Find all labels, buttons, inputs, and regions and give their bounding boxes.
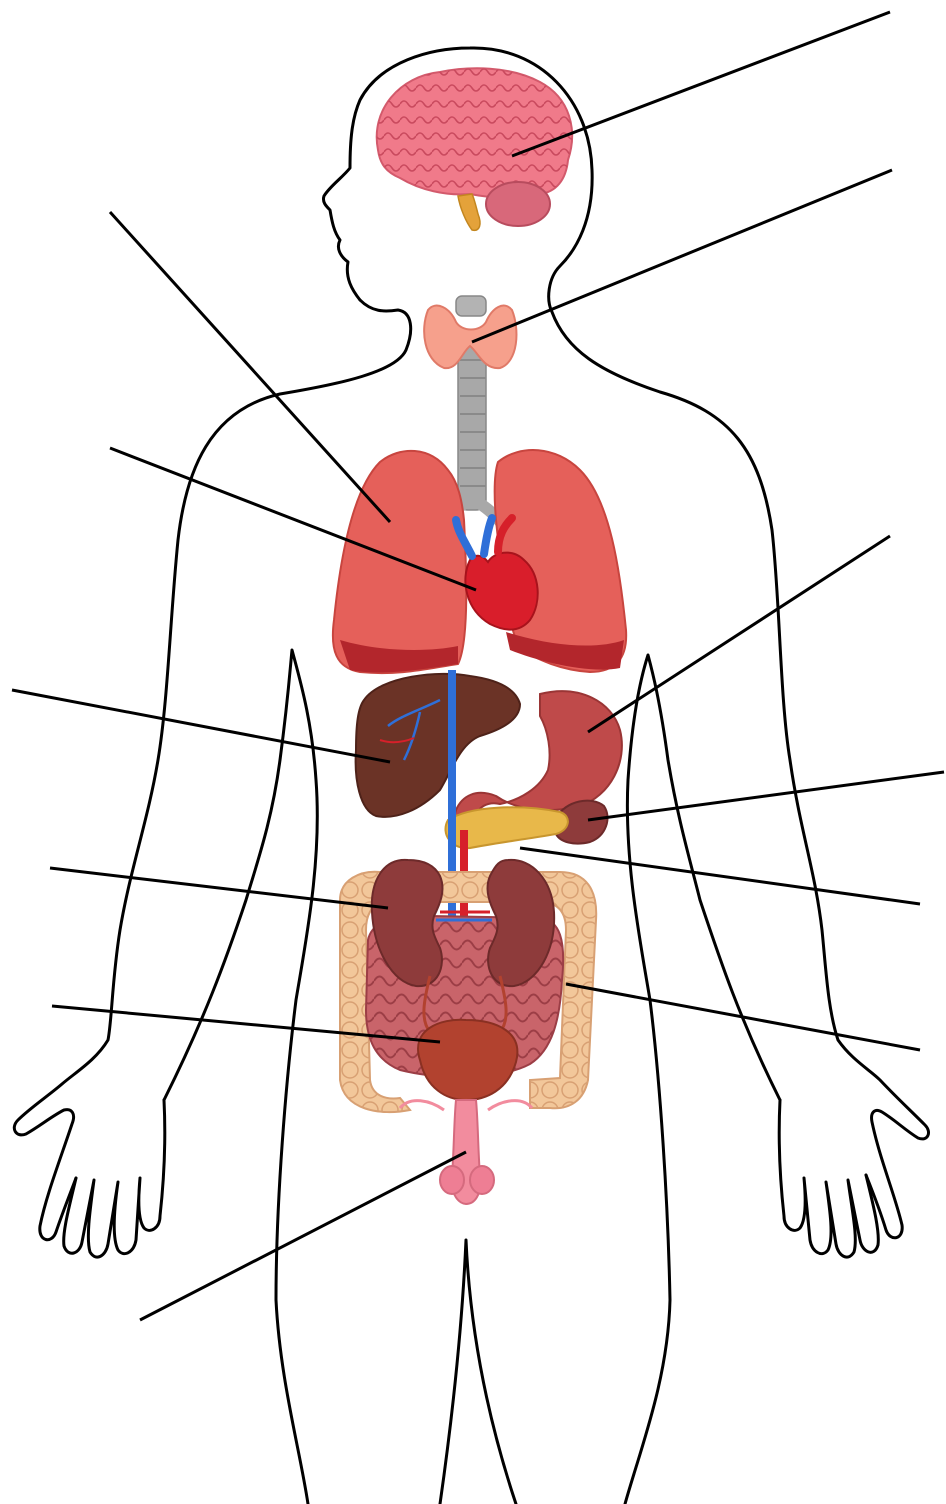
left-hand-fingers	[64, 1100, 165, 1257]
pointer-brain	[512, 12, 890, 156]
pointer-spleen	[588, 772, 944, 820]
right-lung	[333, 451, 466, 673]
body-outline	[14, 48, 928, 1504]
right-hand-fingers	[779, 1100, 878, 1257]
brain	[377, 68, 572, 230]
pointer-lungs	[110, 212, 390, 522]
pointer-liver	[12, 690, 390, 762]
inner-legs	[440, 1240, 516, 1504]
right-inner-arm	[625, 655, 780, 1504]
left-inner-arm	[164, 650, 317, 1504]
pointer-intestines	[566, 984, 920, 1050]
organs	[333, 68, 626, 1204]
pointer-reproductive	[140, 1152, 466, 1320]
pointer-kidneys	[50, 868, 388, 908]
pointer-stomach	[588, 536, 890, 732]
